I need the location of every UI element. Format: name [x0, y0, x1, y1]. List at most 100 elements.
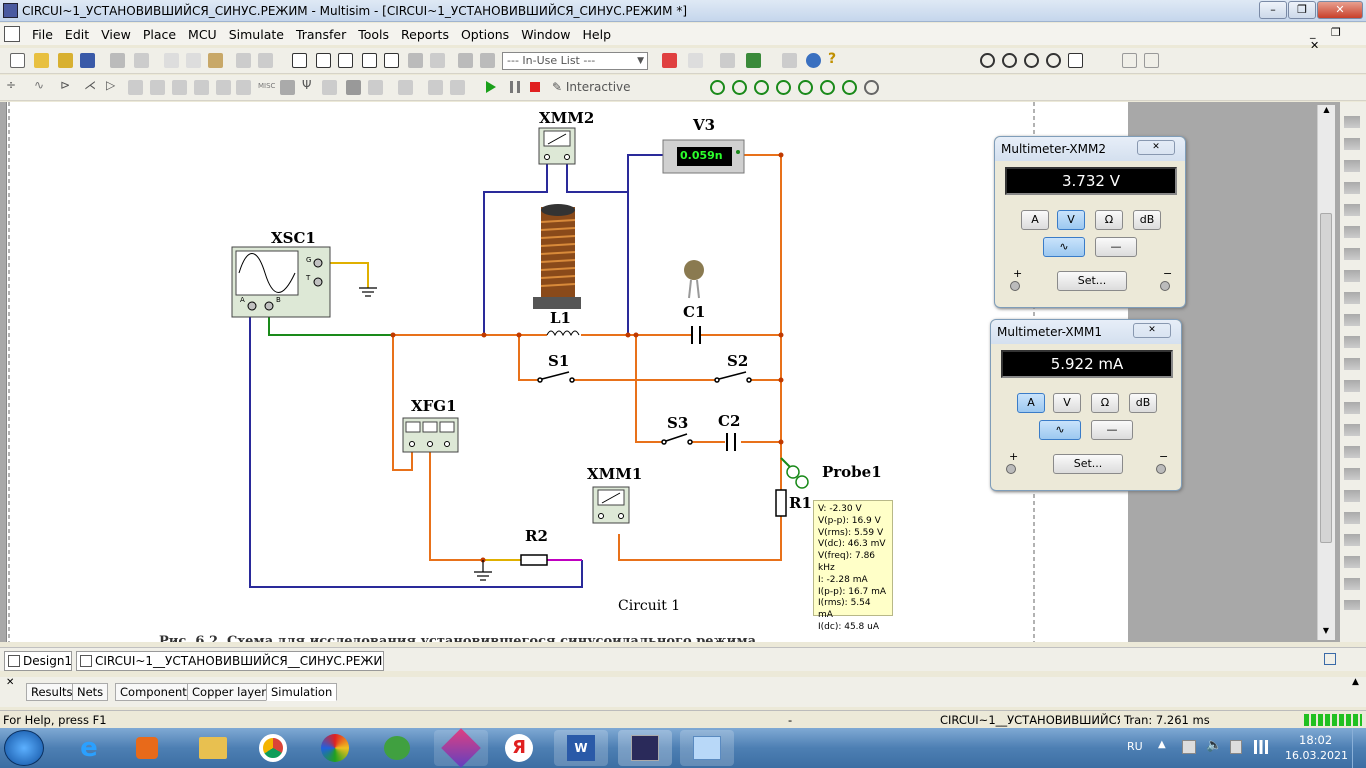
xfg1-function-generator[interactable] — [402, 417, 459, 453]
xmm2-meter[interactable] — [538, 127, 576, 165]
menu-window[interactable]: Window — [521, 26, 571, 42]
hierarchy-icon[interactable] — [430, 53, 445, 68]
open-folder-icon[interactable] — [58, 53, 73, 68]
netlist-icon[interactable] — [480, 53, 495, 68]
mm2-ohmmeter-button[interactable]: Ω — [1095, 210, 1123, 230]
network-icon[interactable] — [1182, 740, 1196, 754]
erc-clear-icon[interactable] — [688, 53, 703, 68]
scroll-up-icon[interactable]: ▲ — [1323, 105, 1330, 114]
xmm1-meter[interactable] — [592, 486, 630, 524]
copy-icon[interactable] — [186, 53, 201, 68]
polygon-app-icon[interactable] — [434, 728, 488, 768]
mm2-voltmeter-button[interactable]: V — [1057, 210, 1085, 230]
spreadsheet-icon[interactable] — [316, 53, 331, 68]
basic-icon[interactable]: ∿ — [34, 78, 45, 92]
clock-time[interactable]: 18:02 — [1299, 733, 1333, 747]
probe-current-icon[interactable] — [732, 80, 747, 95]
people-icon[interactable] — [370, 730, 424, 766]
zoom-out-icon[interactable] — [1002, 53, 1017, 68]
tab-circuit[interactable]: CIRCUI~1__УСТАНОВИВШИЙСЯ__СИНУС.РЕЖИМ * — [76, 651, 384, 671]
menu-mcu[interactable]: MCU — [188, 26, 217, 42]
mm1-voltmeter-button[interactable]: V — [1053, 393, 1081, 413]
database-icon[interactable] — [338, 53, 353, 68]
chrome-icon[interactable] — [246, 730, 300, 766]
menu-place[interactable]: Place — [142, 26, 177, 42]
clock-date[interactable]: 16.03.2021 — [1285, 749, 1348, 762]
control-panel-icon[interactable] — [680, 730, 734, 766]
menu-help[interactable]: Help — [582, 26, 612, 42]
in-use-list-select[interactable]: --- In-Use List --- ▼ — [502, 52, 648, 70]
menu-reports[interactable]: Reports — [401, 26, 449, 42]
interactive-label[interactable]: ✎ Interactive — [552, 80, 631, 94]
restore-icon[interactable] — [1324, 653, 1336, 665]
open-icon[interactable] — [34, 53, 49, 68]
schematic-sheet[interactable]: XMM2 V3 0.059n XSC1 G T A B L1 C1 S1 S2 … — [6, 102, 1128, 642]
mm1-ammeter-button[interactable]: A — [1017, 393, 1045, 413]
yandex-icon[interactable]: Я — [492, 730, 546, 766]
menu-simulate[interactable]: Simulate — [228, 26, 284, 42]
transistor-icon[interactable]: ⋌ — [84, 78, 96, 92]
tab-simulation[interactable]: Simulation — [266, 683, 338, 701]
grid-icon[interactable] — [1122, 53, 1137, 68]
language-indicator[interactable]: RU — [1127, 740, 1143, 753]
help-icon[interactable]: ? — [828, 51, 837, 67]
c1-symbol[interactable] — [691, 326, 701, 344]
zoom-area-icon[interactable] — [1024, 53, 1039, 68]
cut-icon[interactable] — [164, 53, 179, 68]
s2-switch[interactable] — [714, 371, 752, 383]
instrument-icons[interactable] — [1344, 110, 1360, 610]
probe1-symbol[interactable] — [780, 457, 809, 489]
tab-copper-layers[interactable]: Copper layers — [187, 683, 277, 701]
place-bus-icon[interactable] — [450, 80, 465, 95]
print-icon[interactable] — [110, 53, 125, 68]
vertical-scrollbar[interactable]: ▲ ▼ — [1317, 105, 1335, 640]
menu-transfer[interactable]: Transfer — [295, 26, 347, 42]
tab-design1[interactable]: Design1 — [4, 651, 72, 671]
bus-icon[interactable] — [398, 80, 413, 95]
app-ball-icon[interactable] — [308, 730, 362, 766]
redo-icon[interactable] — [258, 53, 273, 68]
zoom-in-icon[interactable] — [980, 53, 995, 68]
find-examples-icon[interactable] — [782, 53, 797, 68]
probe-diff-icon[interactable] — [776, 80, 791, 95]
indicator-icon[interactable] — [216, 80, 231, 95]
r1-resistor[interactable] — [775, 489, 787, 517]
tab-nets[interactable]: Nets — [72, 683, 109, 701]
mm2-header[interactable]: Multimeter-XMM2 — [995, 137, 1185, 161]
probe-vref-icon[interactable] — [798, 80, 813, 95]
mm2-dc-button[interactable]: — — [1095, 237, 1137, 257]
toggle-view-icon[interactable] — [292, 53, 307, 68]
probe-power-icon[interactable] — [754, 80, 769, 95]
scroll-thumb[interactable] — [1320, 213, 1332, 543]
new-icon[interactable] — [10, 53, 25, 68]
mixed-icon[interactable] — [194, 80, 209, 95]
tab-components[interactable]: Components — [115, 683, 198, 701]
mm2-close-icon[interactable]: ✕ — [1137, 140, 1175, 155]
mm1-set-button[interactable]: Set... — [1053, 454, 1123, 474]
advanced-periph-icon[interactable] — [280, 80, 295, 95]
print-preview-icon[interactable] — [134, 53, 149, 68]
mm2-plus-terminal[interactable] — [1010, 281, 1020, 291]
mm2-minus-terminal[interactable] — [1160, 281, 1170, 291]
zoom-fit-icon[interactable] — [1046, 53, 1061, 68]
power-icon[interactable] — [236, 80, 251, 95]
menu-options[interactable]: Options — [460, 26, 510, 42]
v3-voltmeter[interactable] — [662, 139, 745, 174]
back-annotate-icon[interactable] — [720, 53, 735, 68]
s3-switch[interactable] — [661, 433, 693, 445]
multisim-task-icon[interactable] — [618, 730, 672, 766]
undo-icon[interactable] — [236, 53, 251, 68]
erc-icon[interactable] — [662, 53, 677, 68]
ni-icon[interactable] — [368, 80, 383, 95]
tray-expand-icon[interactable]: ▲ — [1158, 739, 1166, 750]
minimize-button[interactable]: – — [1259, 1, 1287, 19]
mm1-db-button[interactable]: dB — [1129, 393, 1157, 413]
misc-digital-icon[interactable] — [172, 80, 187, 95]
tab-results[interactable]: Results — [26, 683, 78, 701]
mm2-db-button[interactable]: dB — [1133, 210, 1161, 230]
cmos-icon[interactable] — [150, 80, 165, 95]
misc-label[interactable]: MISC — [258, 82, 276, 90]
l1-symbol[interactable] — [546, 330, 580, 337]
mm1-close-icon[interactable]: ✕ — [1133, 323, 1171, 338]
mm1-ac-button[interactable]: ∿ — [1039, 420, 1081, 440]
